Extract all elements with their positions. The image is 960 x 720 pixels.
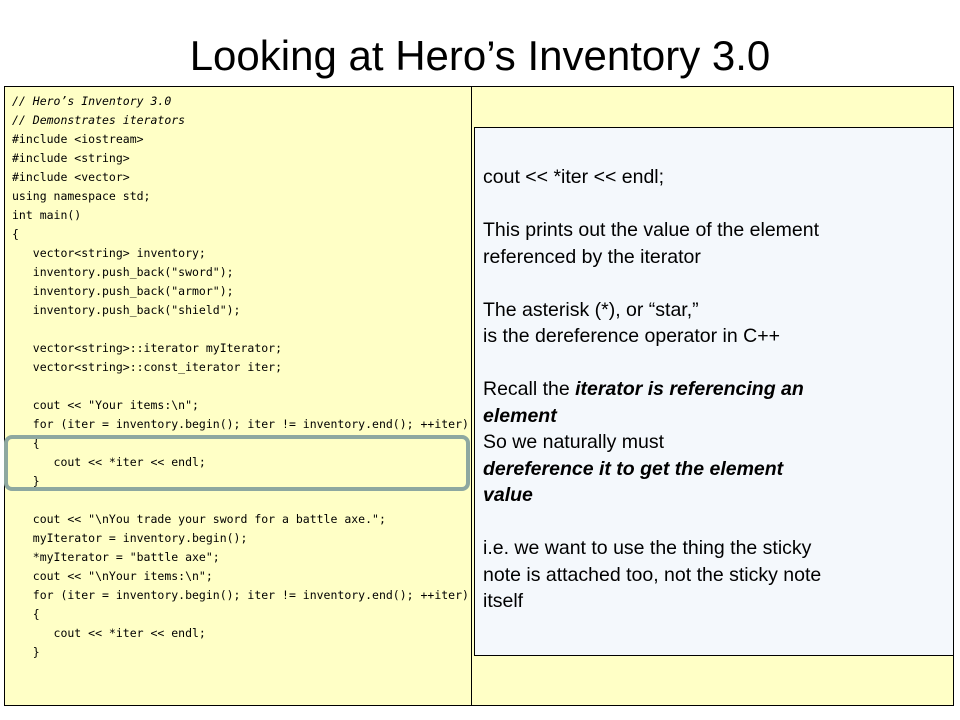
code-line: // Hero’s Inventory 3.0 xyxy=(12,94,172,108)
code-line: } xyxy=(12,645,40,659)
code-line: for (iter = inventory.begin(); iter != i… xyxy=(12,417,469,431)
note-text: note is attached too, not the sticky not… xyxy=(483,563,822,586)
note-text: element xyxy=(483,403,953,430)
code-line: int main() xyxy=(12,208,82,222)
code-line xyxy=(12,320,470,339)
note-text: itself xyxy=(483,590,524,612)
note-text: i.e. we want to use the thing the sticky xyxy=(483,537,812,559)
note-text-plain: Recall the xyxy=(483,378,576,400)
slide-title: Looking at Hero’s Inventory 3.0 xyxy=(189,32,771,79)
code-line: { xyxy=(12,436,40,450)
note-text: The asterisk (*), or “star,” xyxy=(483,298,699,321)
sticky-note-callout: cout << *iter << endl; This prints out t… xyxy=(474,127,954,656)
note-text: dereference it to get the element xyxy=(483,456,953,483)
code-line: using namespace std; xyxy=(12,189,151,203)
code-line: cout << "Your items:\n"; xyxy=(12,398,199,412)
note-text-emphasis: value xyxy=(483,484,533,506)
code-line: cout << "\nYour items:\n"; xyxy=(12,569,213,583)
note-text: This prints out the value of the element xyxy=(483,219,820,241)
code-line: cout << "\nYou trade your sword for a ba… xyxy=(12,512,386,526)
code-line: for (iter = inventory.begin(); iter != i… xyxy=(12,588,469,602)
note-text: referenced by the iterator xyxy=(483,245,701,268)
code-line: { xyxy=(12,227,19,241)
code-listing: // Hero’s Inventory 3.0 // Demonstrates i… xyxy=(12,92,470,662)
code-line: { xyxy=(12,607,40,621)
code-line: #include <iostream> xyxy=(12,132,144,146)
code-line xyxy=(12,491,470,510)
note-text: value xyxy=(483,482,953,509)
note-text: is the dereference operator in C++ xyxy=(483,325,781,347)
note-text-emphasis: dereference it to get the element xyxy=(483,457,784,480)
code-line: cout << *iter << endl; xyxy=(12,626,206,640)
note-code-line: cout << *iter << endl; xyxy=(483,166,665,188)
code-line xyxy=(12,377,470,396)
code-divider xyxy=(471,86,472,706)
code-line: inventory.push_back("armor"); xyxy=(12,284,234,298)
code-line: #include <vector> xyxy=(12,170,130,184)
note-text-emphasis: element xyxy=(483,404,557,427)
code-highlight-box xyxy=(4,435,470,491)
code-line: inventory.push_back("shield"); xyxy=(12,303,241,317)
code-line: myIterator = inventory.begin(); xyxy=(12,531,248,545)
code-line: } xyxy=(12,474,40,488)
code-line: #include <string> xyxy=(12,151,130,165)
code-line: inventory.push_back("sword"); xyxy=(12,265,234,279)
code-line: vector<string>::const_iterator iter; xyxy=(12,360,283,374)
note-text-emphasis: iterator is referencing an xyxy=(575,378,804,400)
code-line: vector<string>::iterator myIterator; xyxy=(12,341,283,355)
code-line: vector<string> inventory; xyxy=(12,246,206,260)
code-line: // Demonstrates iterators xyxy=(12,113,186,127)
code-line: cout << *iter << endl; xyxy=(12,455,206,469)
code-line: *myIterator = "battle axe"; xyxy=(12,550,220,564)
note-text: So we naturally must xyxy=(483,431,664,453)
note-text: Recall the iterator is referencing an xyxy=(483,376,953,403)
